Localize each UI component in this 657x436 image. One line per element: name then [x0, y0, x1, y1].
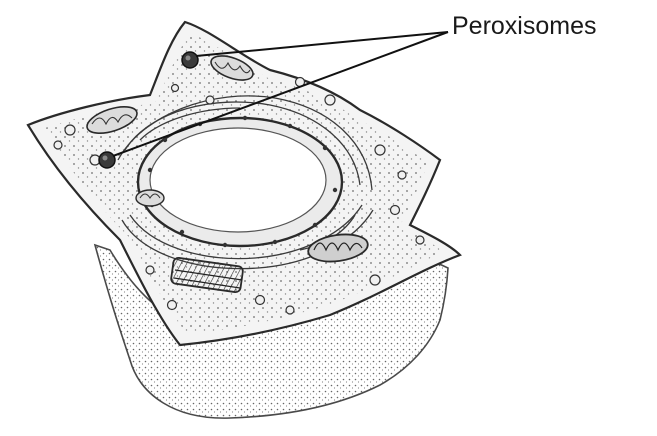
peroxisomes-label: Peroxisomes — [452, 12, 597, 40]
nucleus-interior — [150, 128, 326, 232]
peroxisome-top — [182, 52, 198, 68]
mitochondrion-lower-left — [136, 190, 164, 206]
leader-line-top — [196, 32, 448, 56]
peroxisome-left — [99, 152, 115, 168]
